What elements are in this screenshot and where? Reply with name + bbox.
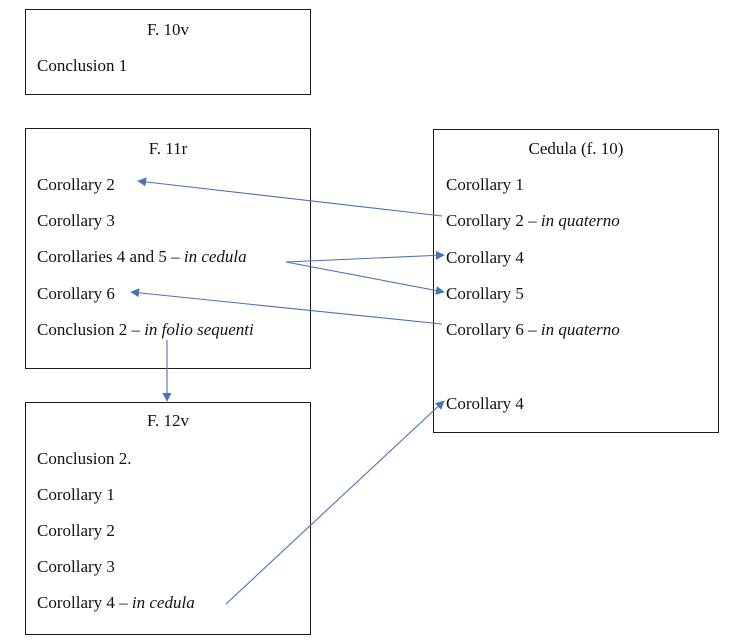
- folio-box-f11r: F. 11r Corollary 2 Corollary 3 Corollari…: [25, 128, 311, 369]
- list-item: Corollary 4: [446, 394, 524, 413]
- list-item: Corollary 2: [37, 521, 115, 540]
- list-item: Corollary 4: [446, 248, 524, 267]
- box-title: F. 10v: [146, 20, 190, 39]
- list-item: Corollary 3: [37, 557, 115, 576]
- list-item: Conclusion 2 – in folio sequenti: [37, 320, 254, 339]
- folio-box-f12v: F. 12v Conclusion 2. Corollary 1 Corolla…: [25, 402, 311, 635]
- folio-box-cedula: Cedula (f. 10) Corollary 1 Corollary 2 –…: [433, 129, 719, 433]
- folio-box-f10v: F. 10v Conclusion 1: [25, 9, 311, 95]
- list-item: Corollary 6: [37, 284, 115, 303]
- box-title: F. 11r: [148, 139, 188, 158]
- list-item: Conclusion 2.: [37, 449, 132, 468]
- list-item: Corollary 1: [446, 175, 524, 194]
- list-item: Corollary 2: [37, 175, 115, 194]
- list-item: Corollaries 4 and 5 – in cedula: [37, 247, 247, 266]
- box-title: F. 12v: [146, 411, 190, 430]
- list-item: Conclusion 1: [37, 56, 128, 75]
- box-title: Cedula (f. 10): [528, 139, 624, 158]
- list-item: Corollary 2 – in quaterno: [446, 211, 620, 230]
- list-item: Corollary 3: [37, 211, 115, 230]
- list-item: Corollary 6 – in quaterno: [446, 320, 620, 339]
- list-item: Corollary 4 – in cedula: [37, 593, 195, 612]
- list-item: Corollary 1: [37, 485, 115, 504]
- list-item: Corollary 5: [446, 284, 524, 303]
